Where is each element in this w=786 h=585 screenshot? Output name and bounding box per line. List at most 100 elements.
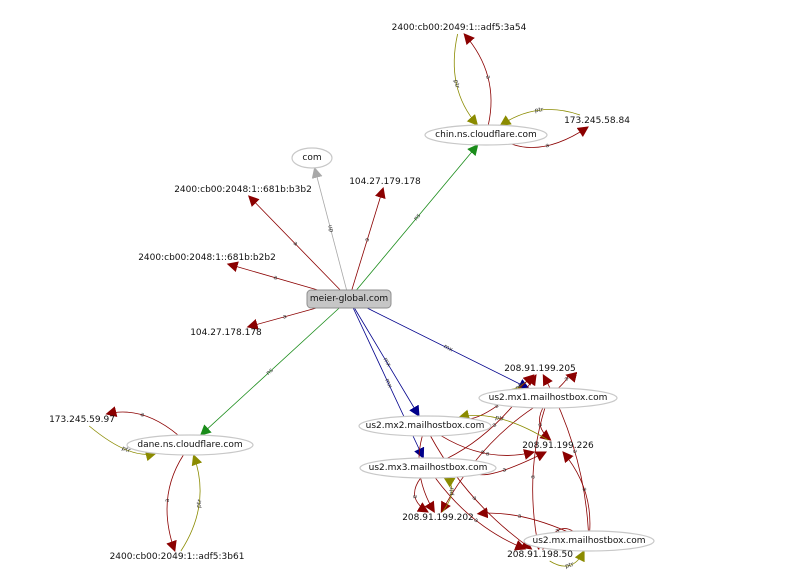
node-ellipse bbox=[126, 434, 254, 456]
edge-root-to-ip6_root_b2b2: a bbox=[226, 261, 318, 291]
node-ellipse bbox=[359, 457, 497, 479]
edge-ip_226-to-mx2: ptr bbox=[458, 409, 549, 441]
edge-label-a: a bbox=[273, 274, 279, 282]
edge-label-ptr: ptr bbox=[564, 561, 575, 570]
edge-label-a: a bbox=[472, 517, 479, 525]
edge-label-a: a bbox=[491, 421, 499, 429]
node-label: us2.mx.mailhostbox.com bbox=[533, 536, 646, 546]
edge-mx1-to-ip_50: a bbox=[529, 407, 546, 551]
edge-label-a: a bbox=[282, 313, 288, 321]
edge-label-a: a bbox=[140, 411, 146, 419]
nodes-layer: meier-global.com com chin.ns.cloudflare.co… bbox=[49, 23, 655, 562]
edge-label-a: a bbox=[545, 142, 550, 150]
node-label: 208.91.199.202 bbox=[402, 513, 474, 523]
edge-ip_chin-to-chin: ptr bbox=[499, 106, 581, 126]
node-label: 104.27.179.178 bbox=[349, 177, 421, 187]
edge-ip6_chin-to-chin: ptr bbox=[452, 33, 479, 126]
edge-ip6_dane-to-dane: ptr bbox=[180, 453, 203, 552]
edge-label-ptr: ptr bbox=[534, 106, 544, 114]
edge-mx3-to-ip_205: a bbox=[447, 374, 537, 459]
node-label: us2.mx2.mailhostbox.com bbox=[366, 421, 485, 431]
edge-root-to-dane: ns bbox=[199, 307, 340, 436]
node-2400-cb00-2048-1-681b-b3b2[interactable]: 2400:cb00:2048:1::681b:b3b2 bbox=[174, 185, 312, 195]
edge-label-ns: ns bbox=[265, 367, 275, 377]
edge-label-ptr: ptr bbox=[495, 414, 506, 423]
edge-label-a: a bbox=[529, 475, 536, 479]
edge-mx2-to-ip_50: a bbox=[430, 435, 533, 550]
node-label: chin.ns.cloudflare.com bbox=[435, 130, 537, 140]
edge-root-to-mx3: mx bbox=[352, 307, 425, 459]
node-104-27-179-178[interactable]: 104.27.179.178 bbox=[349, 177, 421, 187]
node-us2-mx1-mailhostbox-com[interactable]: us2.mx1.mailhostbox.com bbox=[478, 387, 618, 409]
edge-label-a: a bbox=[411, 494, 419, 499]
edge-mx-to-ip_226: a bbox=[562, 451, 591, 532]
node-label: us2.mx1.mailhostbox.com bbox=[489, 393, 608, 403]
node-chin-ns-cloudflare-com[interactable]: chin.ns.cloudflare.com bbox=[424, 124, 548, 146]
node-us2-mx3-mailhostbox-com[interactable]: us2.mx3.mailhostbox.com bbox=[359, 457, 497, 479]
edge-root-to-ip_104_179: a bbox=[351, 186, 386, 291]
edge-label-a: a bbox=[292, 240, 300, 248]
node-208-91-198-50[interactable]: 208.91.198.50 bbox=[507, 550, 573, 560]
edge-label-a: a bbox=[493, 402, 500, 410]
edge-label-a: a bbox=[502, 466, 508, 474]
edge-root-to-com: up bbox=[311, 166, 347, 291]
node-label: 208.91.198.50 bbox=[507, 550, 573, 560]
node-173-245-58-84[interactable]: 173.245.58.84 bbox=[564, 116, 630, 126]
node-ellipse bbox=[478, 387, 618, 409]
edge-label-ns: ns bbox=[412, 212, 422, 222]
node-dane-ns-cloudflare-com[interactable]: dane.ns.cloudflare.com bbox=[126, 434, 254, 456]
node-label: 2400:cb00:2049:1::adf5:3a54 bbox=[392, 23, 527, 33]
node-label: dane.ns.cloudflare.com bbox=[137, 440, 242, 450]
node-label: 2400:cb00:2048:1::681b:b2b2 bbox=[138, 253, 276, 263]
edge-label-ptr: ptr bbox=[121, 445, 132, 455]
node-104-27-178-178[interactable]: 104.27.178.178 bbox=[190, 328, 262, 338]
edge-label-a: a bbox=[563, 375, 571, 382]
edge-root-to-mx1: mx bbox=[366, 307, 530, 389]
edge-mx1-to-ip_205: a bbox=[558, 371, 578, 389]
edge-label-a: a bbox=[580, 487, 588, 493]
edge-label-ptr: ptr bbox=[452, 79, 461, 89]
edge-label-a: a bbox=[484, 74, 492, 80]
edge-root-to-ip6_root_b3b2: a bbox=[248, 195, 341, 291]
edge-mx-to-ip_202: a bbox=[476, 507, 568, 532]
edge-label-ptr: ptr bbox=[448, 486, 455, 496]
node-2400-cb00-2049-1-adf5-3b61[interactable]: 2400:cb00:2049:1::adf5:3b61 bbox=[110, 552, 245, 562]
node-2400-cb00-2048-1-681b-b2b2[interactable]: 2400:cb00:2048:1::681b:b2b2 bbox=[138, 253, 276, 263]
node-2400-cb00-2049-1-adf5-3a54[interactable]: 2400:cb00:2049:1::adf5:3a54 bbox=[392, 23, 527, 33]
edge-mx3-to-ip_50: a bbox=[434, 477, 527, 551]
edge-label-a: a bbox=[470, 494, 478, 502]
node-label: 2400:cb00:2048:1::681b:b3b2 bbox=[174, 185, 312, 195]
node-us2-mx-mailhostbox-com[interactable]: us2.mx.mailhostbox.com bbox=[523, 530, 655, 552]
node-label: 208.91.199.226 bbox=[522, 441, 594, 451]
node-meier-global-com[interactable]: meier-global.com bbox=[306, 289, 392, 309]
node-ellipse bbox=[424, 124, 548, 146]
edge-ip_202-to-mx3: ptr bbox=[442, 477, 456, 513]
node-ellipse bbox=[291, 147, 333, 169]
node-173-245-59-97[interactable]: 173.245.59.97 bbox=[49, 415, 115, 425]
edge-chin-to-ip_chin: a bbox=[511, 126, 589, 150]
edge-label-a: a bbox=[517, 512, 522, 520]
edge-label-ptr: ptr bbox=[195, 498, 203, 508]
node-label: us2.mx3.mailhostbox.com bbox=[369, 463, 488, 473]
node-us2-mx2-mailhostbox-com[interactable]: us2.mx2.mailhostbox.com bbox=[358, 415, 492, 437]
node-label: com bbox=[302, 153, 321, 163]
node-208-91-199-202[interactable]: 208.91.199.202 bbox=[402, 513, 474, 523]
node-box bbox=[306, 289, 392, 309]
edge-mx1-to-ip_202: a bbox=[440, 407, 534, 513]
node-com[interactable]: com bbox=[291, 147, 333, 169]
edge-label-a: a bbox=[363, 237, 371, 243]
edge-mx2-to-ip_226: a bbox=[440, 435, 536, 460]
edge-chin-to-ip6_chin: a bbox=[463, 33, 492, 126]
edge-label-mx: mx bbox=[442, 343, 454, 354]
edge-label-mx: mx bbox=[383, 378, 394, 390]
edge-ip_dane-to-dane: ptr bbox=[88, 425, 157, 462]
node-label: 2400:cb00:2049:1::adf5:3b61 bbox=[110, 552, 245, 562]
node-208-91-199-205[interactable]: 208.91.199.205 bbox=[504, 364, 576, 374]
node-ellipse bbox=[523, 530, 655, 552]
node-208-91-199-226[interactable]: 208.91.199.226 bbox=[522, 441, 594, 451]
edge-label-mx: mx bbox=[381, 356, 392, 368]
edge-root-to-ip_104_178: a bbox=[246, 307, 317, 330]
edge-root-to-mx2: mx bbox=[354, 307, 420, 417]
edge-label-a: a bbox=[571, 449, 579, 455]
edge-label-a: a bbox=[164, 498, 171, 503]
